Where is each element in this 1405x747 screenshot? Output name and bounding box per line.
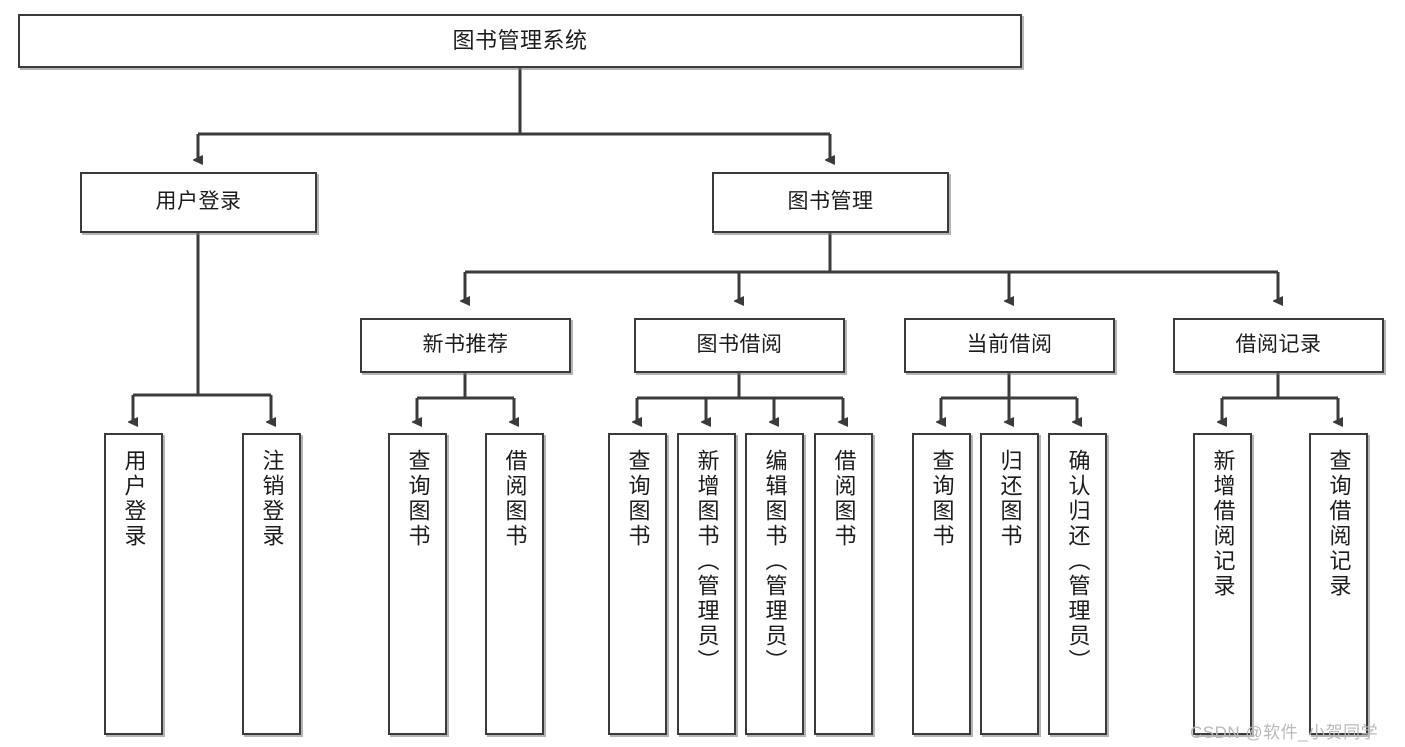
node-leaf-query-book-3[interactable]: 查询图书 (912, 433, 971, 735)
node-leaf-user-login[interactable]: 用户登录 (104, 433, 163, 735)
node-new-book-recommend-label: 新书推荐 (422, 333, 509, 357)
node-borrow-record[interactable]: 借阅记录 (1173, 318, 1384, 373)
node-leaf-edit-book[interactable]: 编辑图书（管理员） (745, 433, 804, 735)
node-leaf-borrow-book-2-label: 借阅图书 (831, 449, 857, 549)
node-leaf-query-book-2-label: 查询图书 (625, 449, 651, 549)
node-leaf-add-record[interactable]: 新增借阅记录 (1193, 433, 1252, 735)
node-leaf-return-book-label: 归还图书 (997, 449, 1023, 549)
node-leaf-confirm-return[interactable]: 确认归还（管理员） (1048, 433, 1107, 735)
node-book-borrow-label: 图书借阅 (696, 333, 783, 357)
node-root[interactable]: 图书管理系统 (18, 14, 1022, 68)
node-leaf-query-book-3-label: 查询图书 (929, 449, 955, 549)
node-leaf-logout-label: 注销登录 (259, 449, 285, 549)
node-leaf-add-book[interactable]: 新增图书（管理员） (677, 433, 736, 735)
node-user-login-label: 用户登录 (155, 190, 242, 214)
node-leaf-user-login-label: 用户登录 (121, 449, 147, 549)
node-book-borrow[interactable]: 图书借阅 (634, 318, 845, 373)
node-leaf-borrow-book-2[interactable]: 借阅图书 (814, 433, 873, 735)
node-leaf-return-book[interactable]: 归还图书 (980, 433, 1039, 735)
node-leaf-query-book-1-label: 查询图书 (405, 449, 431, 549)
node-leaf-add-record-label: 新增借阅记录 (1210, 449, 1236, 599)
node-book-manage[interactable]: 图书管理 (712, 172, 949, 233)
node-new-book-recommend[interactable]: 新书推荐 (360, 318, 571, 373)
node-leaf-confirm-return-label: 确认归还（管理员） (1065, 449, 1091, 674)
node-leaf-edit-book-label: 编辑图书（管理员） (762, 449, 788, 674)
node-book-manage-label: 图书管理 (787, 190, 874, 214)
node-leaf-add-book-label: 新增图书（管理员） (694, 449, 720, 674)
node-leaf-logout[interactable]: 注销登录 (242, 433, 301, 735)
node-leaf-query-record[interactable]: 查询借阅记录 (1309, 433, 1368, 735)
node-root-label: 图书管理系统 (452, 28, 588, 54)
node-user-login[interactable]: 用户登录 (80, 172, 317, 233)
node-current-borrow[interactable]: 当前借阅 (904, 318, 1115, 373)
csdn-watermark: CSDN @软件_小贺同学 (1190, 723, 1379, 742)
node-leaf-query-book-2[interactable]: 查询图书 (608, 433, 667, 735)
node-leaf-query-book-1[interactable]: 查询图书 (388, 433, 447, 735)
node-leaf-borrow-book-1-label: 借阅图书 (502, 449, 528, 549)
node-current-borrow-label: 当前借阅 (966, 333, 1053, 357)
node-leaf-borrow-book-1[interactable]: 借阅图书 (485, 433, 544, 735)
node-borrow-record-label: 借阅记录 (1235, 333, 1322, 357)
node-leaf-query-record-label: 查询借阅记录 (1326, 449, 1352, 599)
